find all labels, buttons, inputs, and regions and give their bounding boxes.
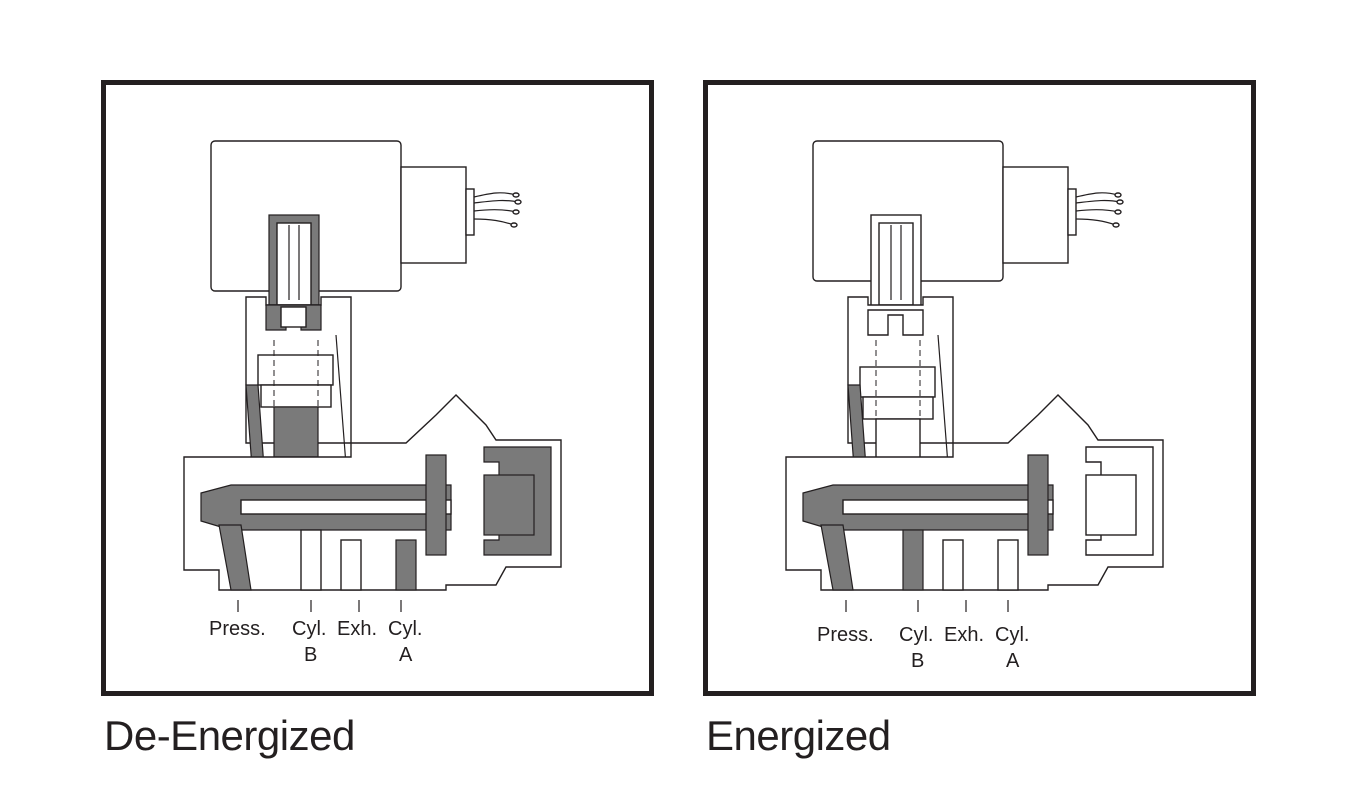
pilot-seat <box>867 309 924 336</box>
spool-bore <box>240 499 452 515</box>
port-label-press: Press. <box>209 618 266 640</box>
return-chamber <box>1085 474 1137 536</box>
port-label-exh: Exh. <box>337 618 377 640</box>
valve-cross-section-de-energized: Press. Cyl. B Exh. Cyl. A <box>183 140 562 666</box>
exh-port <box>340 539 362 591</box>
coil-connector <box>1002 166 1069 264</box>
pilot-plunger <box>280 306 307 328</box>
pilot-armature <box>870 214 922 311</box>
valve-cross-section-energized: Press. Cyl. B Exh. Cyl. A <box>785 140 1164 672</box>
operator-piston <box>1027 454 1049 556</box>
pilot-stem <box>875 418 921 460</box>
cyl-b-port <box>902 529 924 591</box>
pilot-piston-upper <box>859 366 936 398</box>
port-label-exh: Exh. <box>944 624 984 646</box>
caption-de-energized: De-Energized <box>104 712 355 759</box>
lead-wires <box>1075 192 1124 228</box>
port-label-cyl-a-letter: A <box>399 644 413 666</box>
operator-piston <box>425 454 447 556</box>
port-label-cyl-b-letter: B <box>304 644 317 666</box>
press-port-passage <box>820 524 854 591</box>
port-label-press: Press. <box>817 624 874 646</box>
connector-plug <box>1067 188 1077 236</box>
return-chamber <box>483 474 535 536</box>
cyl-b-port <box>300 529 322 591</box>
pilot-piston-lower <box>862 396 934 420</box>
pilot-armature <box>268 214 320 306</box>
coil-connector <box>400 166 467 264</box>
port-label-cyl-b: Cyl. <box>899 624 933 646</box>
port-label-cyl-a: Cyl. <box>995 624 1029 646</box>
diagram-panel-energized: Press. Cyl. B Exh. Cyl. A <box>703 80 1256 696</box>
spool-bore <box>842 499 1054 515</box>
diagram-panel-de-energized: Press. Cyl. B Exh. Cyl. A <box>101 80 654 696</box>
caption-energized: Energized <box>706 712 891 759</box>
port-label-cyl-a: Cyl. <box>388 618 422 640</box>
pilot-stem <box>273 406 319 458</box>
press-port-passage <box>218 524 252 591</box>
connector-plug <box>465 188 475 236</box>
port-label-cyl-b: Cyl. <box>292 618 326 640</box>
cyl-a-port <box>997 539 1019 591</box>
exh-port <box>942 539 964 591</box>
pilot-piston-lower <box>260 384 332 408</box>
pilot-piston-upper <box>257 354 334 386</box>
port-label-cyl-a-letter: A <box>1006 650 1020 672</box>
cyl-a-port <box>395 539 417 591</box>
lead-wires <box>473 192 522 228</box>
port-label-cyl-b-letter: B <box>911 650 924 672</box>
